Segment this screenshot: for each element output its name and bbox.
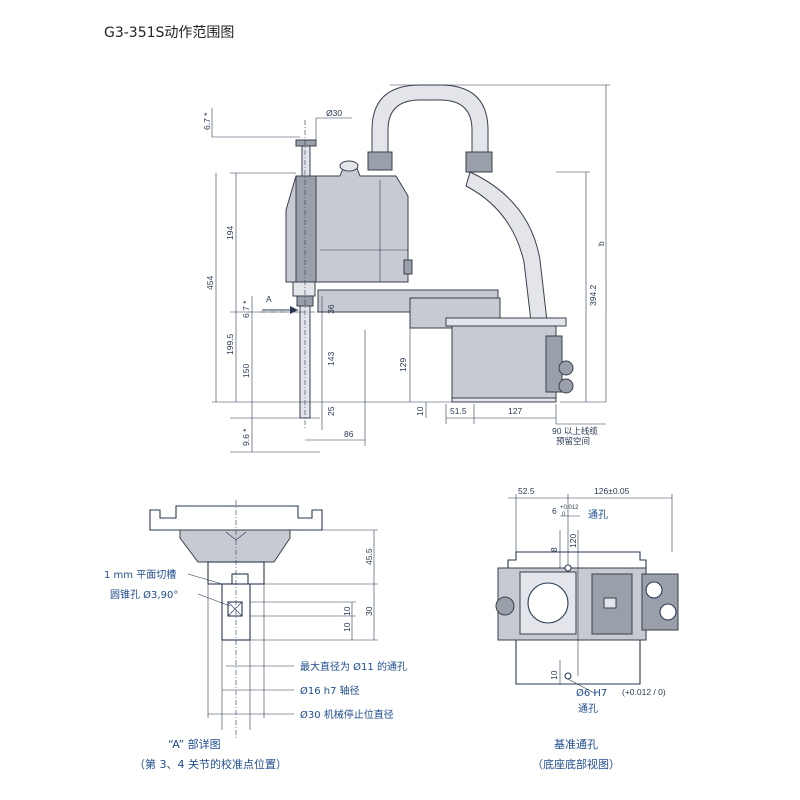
arm-front-face — [295, 175, 317, 283]
diagram-title: G3-351S动作范围图 — [104, 25, 235, 41]
dim-6-tol: 6 — [552, 506, 557, 516]
cable-hose — [371, 84, 489, 161]
dim-126: 126±0.05 — [594, 486, 630, 496]
dim-36: 36 — [326, 304, 336, 314]
shaft-housing — [179, 529, 291, 563]
cable-note-line2: 预留空间 — [556, 436, 590, 446]
top-cap — [339, 160, 359, 172]
dim-150: 150 — [241, 364, 251, 378]
dim-120: 120 — [568, 534, 578, 548]
dim-52-5: 52.5 — [518, 486, 535, 496]
hose-connector-rear — [465, 151, 493, 173]
dim-30-detail: 30 — [364, 606, 374, 616]
hose-connector-top — [367, 151, 393, 171]
dim-129: 129 — [398, 358, 408, 372]
through-hole-label-bottom: 通孔 — [578, 703, 598, 715]
dim-6-tol-sub: 0 — [562, 512, 566, 518]
dim-51-5: 51.5 — [450, 406, 467, 416]
cable-glands — [641, 573, 679, 631]
dim-10-side: 10 — [415, 406, 425, 416]
dim-45-5: 45.5 — [364, 548, 374, 565]
note-max-dia: 最大直径为 Ø11 的通孔 — [300, 660, 407, 673]
dim-10-base: 10 — [549, 670, 559, 680]
note-flat-cut: 1 mm 平面切槽 — [104, 568, 176, 581]
dim-10-detail-b: 10 — [342, 622, 352, 632]
dim-b: b — [596, 241, 606, 246]
robot-base — [451, 325, 557, 401]
dim-6-tol-sup: +0.012 — [560, 505, 579, 511]
dim-454: 454 — [205, 276, 215, 290]
dim-194: 194 — [225, 226, 235, 240]
dim-8: 8 — [549, 547, 559, 552]
cable-note-line1: 90 以上线缆 — [552, 426, 598, 436]
dim-6-7-top: 6.7 * — [202, 112, 212, 130]
dim-9-6: 9.6 * — [241, 428, 251, 446]
note-cone-hole: 圆锥孔 Ø3,90° — [110, 589, 178, 601]
base-view-subcaption: （底座底部视图） — [532, 757, 620, 771]
reference-hole-top — [564, 564, 572, 572]
dim-86: 86 — [344, 429, 354, 439]
dim-10-detail-a: 10 — [342, 606, 352, 616]
reference-hole-bottom — [564, 672, 572, 680]
dim-127: 127 — [508, 406, 522, 416]
note-shaft-dia: Ø16 h7 轴径 — [300, 684, 360, 697]
dim-6-7-mid: 6.7 * — [241, 300, 251, 318]
dim-143: 143 — [326, 352, 336, 366]
detail-a-caption: “A” 部详图 — [168, 737, 221, 751]
dim-6-h7: Ø6 H7 — [576, 687, 607, 699]
dim-6-h7-tol: (+0.012 / 0) — [622, 687, 666, 697]
detail-a-subcaption: （第 3、4 关节的校准点位置） — [134, 757, 287, 771]
base-flange — [445, 317, 567, 327]
dim-25: 25 — [326, 406, 336, 416]
base-view-caption: 基准通孔 — [554, 738, 598, 751]
side-view: 6.7 * Ø30 454 194 199.5 6.7 * 150 9.6 * … — [202, 84, 610, 453]
arrow-a-label: A — [266, 294, 272, 304]
detail-a-view: 45.5 30 10 10 1 mm 平面切槽 圆锥孔 Ø3,90° 最大直径为… — [104, 500, 407, 771]
base-bottom-view: 52.5 126±0.05 6 +0.012 0 通孔 8 120 10 Ø6 … — [495, 486, 679, 771]
dim-394-2: 394.2 — [588, 284, 598, 306]
shaft-collar — [292, 281, 316, 297]
dim-phi30: Ø30 — [326, 108, 342, 118]
dim-199-5: 199.5 — [225, 333, 235, 355]
note-stop-dia: Ø30 机械停止位直径 — [300, 708, 394, 721]
through-hole-label-top: 通孔 — [588, 509, 608, 521]
